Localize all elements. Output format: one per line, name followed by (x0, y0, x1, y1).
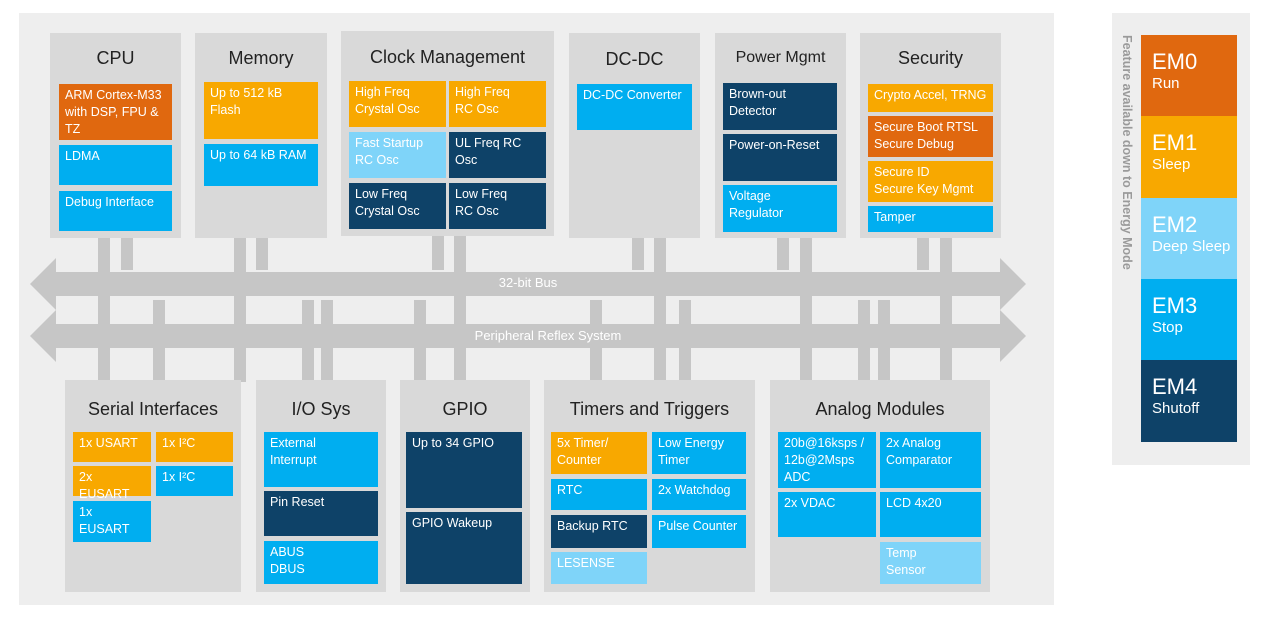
block-pin-reset: Pin Reset (264, 491, 378, 536)
panel-title: Analog Modules (815, 399, 945, 419)
panel-gpio: GPIO Up to 34 GPIO GPIO Wakeup (400, 380, 530, 592)
block-i2c-1: 1x I²C (156, 432, 233, 462)
panel-title: Power Mgmt (735, 49, 826, 66)
block-debug-interface: Debug Interface (59, 191, 172, 231)
block-eusart-1x: 1x EUSART (73, 501, 151, 542)
panel-security: Security Crypto Accel, TRNG Secure Boot … (860, 33, 1001, 238)
block-arm-cortex: ARM Cortex-M33 with DSP, FPU & TZ (59, 84, 172, 140)
block-external-interrupt: External Interrupt (264, 432, 378, 487)
panel-title: Memory (228, 48, 294, 68)
block-i2c-2: 1x I²C (156, 466, 233, 496)
panel-title: CPU (96, 48, 135, 68)
block-lesense: LESENSE (551, 552, 647, 584)
panel-title: Timers and Triggers (569, 399, 730, 419)
bus-32bit-arrow (30, 258, 1026, 310)
block-gpio-wakeup: GPIO Wakeup (406, 512, 522, 584)
panel-title: GPIO (442, 399, 488, 419)
panel-title: I/O Sys (291, 399, 351, 419)
panel-title: Clock Management (369, 47, 526, 67)
block-hf-rc-osc: High Freq RC Osc (449, 81, 546, 127)
panel-serial-interfaces: Serial Interfaces 1x USART 1x I²C 2x EUS… (65, 380, 241, 592)
block-watchdog: 2x Watchdog (652, 479, 746, 510)
panel-io-sys: I/O Sys External Interrupt Pin Reset ABU… (256, 380, 386, 592)
block-hf-crystal-osc: High Freq Crystal Osc (349, 81, 446, 127)
block-backup-rtc: Backup RTC (551, 515, 647, 548)
block-ram: Up to 64 kB RAM (204, 144, 318, 186)
block-usart: 1x USART (73, 432, 151, 462)
block-low-energy-timer: Low Energy Timer (652, 432, 746, 474)
block-rtc: RTC (551, 479, 647, 510)
panel-memory: Memory Up to 512 kB Flash Up to 64 kB RA… (195, 33, 327, 238)
block-ul-freq-rc-osc: UL Freq RC Osc (449, 132, 546, 178)
block-tamper: Tamper (868, 206, 993, 232)
block-timer-counter: 5x Timer/ Counter (551, 432, 647, 474)
block-brownout-detector: Brown-out Detector (723, 83, 837, 130)
panel-cpu: CPU ARM Cortex-M33 with DSP, FPU & TZ LD… (50, 33, 181, 238)
panel-timers-triggers: Timers and Triggers 5x Timer/ Counter Lo… (544, 380, 755, 592)
block-crypto-accel: Crypto Accel, TRNG (868, 84, 993, 112)
block-power-on-reset: Power-on-Reset (723, 134, 837, 181)
panel-power-mgmt: Power Mgmt Brown-out Detector Power-on-R… (715, 33, 846, 238)
block-eusart-2x: 2x EUSART (73, 466, 151, 501)
block-vdac: 2x VDAC (778, 492, 876, 537)
panel-clock-management: Clock Management High Freq Crystal Osc H… (341, 31, 554, 236)
panel-title: Security (897, 48, 964, 68)
block-dc-dc-converter: DC-DC Converter (577, 84, 692, 130)
block-secure-id: Secure ID Secure Key Mgmt (868, 161, 993, 202)
block-pulse-counter: Pulse Counter (652, 515, 746, 548)
block-gpio-count: Up to 34 GPIO (406, 432, 522, 508)
prs-bus-arrow (30, 310, 1026, 362)
legend-caption: Feature available down to Energy Mode (1120, 35, 1134, 270)
panel-title: DC-DC (605, 49, 664, 69)
block-flash: Up to 512 kB Flash (204, 82, 318, 139)
block-fast-startup-rc-osc: Fast Startup RC Osc (349, 132, 446, 178)
block-analog-comparator: 2x Analog Comparator (880, 432, 981, 488)
bus-32bit-label: 32-bit Bus (498, 275, 558, 290)
block-adc: 20b@16ksps / 12b@2Msps ADC (778, 432, 876, 488)
panel-dc-dc: DC-DC DC-DC Converter (569, 33, 700, 238)
prs-bus-label: Peripheral Reflex System (474, 328, 622, 343)
block-voltage-regulator: Voltage Regulator (723, 185, 837, 232)
block-abus-dbus: ABUS DBUS (264, 541, 378, 584)
block-temp-sensor: Temp Sensor (880, 542, 981, 584)
panel-title: Serial Interfaces (87, 399, 219, 419)
block-lf-rc-osc: Low Freq RC Osc (449, 183, 546, 229)
panel-analog-modules: Analog Modules 20b@16ksps / 12b@2Msps AD… (770, 380, 990, 592)
block-ldma: LDMA (59, 145, 172, 185)
block-lcd: LCD 4x20 (880, 492, 981, 537)
block-lf-crystal-osc: Low Freq Crystal Osc (349, 183, 446, 229)
block-secure-boot: Secure Boot RTSL Secure Debug (868, 116, 993, 157)
